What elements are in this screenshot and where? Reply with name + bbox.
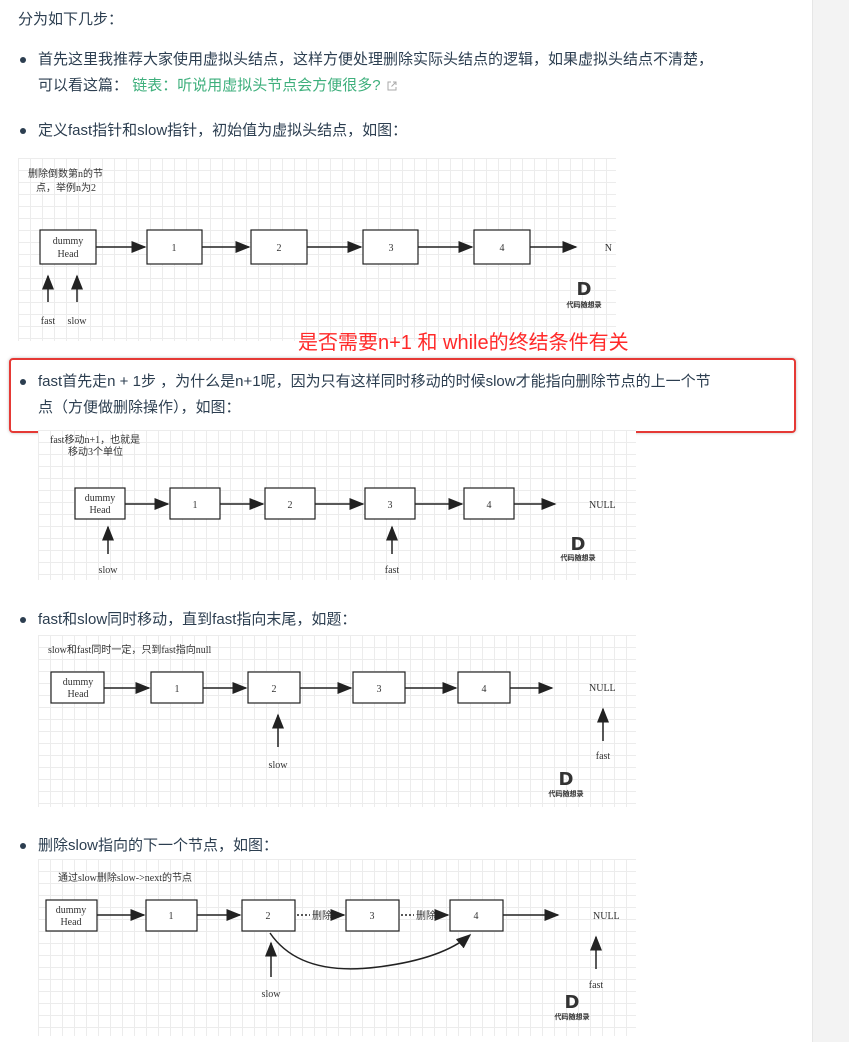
watermark-logo: D 代码随想录 (560, 534, 596, 562)
step5-text: 删除slow指向的下一个节点，如图： (38, 837, 279, 854)
watermark-letter: D (571, 534, 586, 555)
bullet-dot (20, 128, 26, 134)
step3-line2: 点（方便做删除操作），如图： (38, 399, 241, 416)
fig3-null-label: NULL (589, 683, 616, 694)
fig1-node-2 (250, 229, 308, 265)
watermark-text: 代码随想录 (548, 789, 584, 798)
fig2-null-label: NULL (589, 500, 616, 511)
fig1-node-4-label: 4 (500, 243, 505, 254)
fig2-slow-label: slow (99, 565, 119, 576)
figure-move-together: slow和fast同时一定，只到fast指向null dummy Head 1 … (38, 635, 636, 807)
fig2-node-2 (264, 487, 316, 520)
figure-initial-pointers: 删除倒数第n的节 点，举例n为2 dummy Head 1 2 3 4 N fa… (18, 158, 616, 341)
fig4-node-2-label: 2 (266, 911, 271, 922)
fig2-node-3-label: 3 (388, 500, 393, 511)
bullet-dot (20, 617, 26, 623)
fig3-node-2 (247, 671, 301, 704)
fig1-node-3-label: 3 (389, 243, 394, 254)
bullet-dot (20, 57, 26, 63)
fig2-node-4 (463, 487, 515, 520)
watermark-text: 代码随想录 (566, 300, 602, 309)
fig2-fast-label: fast (385, 565, 400, 576)
fig4-delete-label-2: 删除 (416, 909, 436, 922)
red-annotation: 是否需要n+1 和 while的终结条件有关 (298, 332, 629, 354)
fig3-node-3 (352, 671, 406, 704)
fig3-node-1-label: 1 (175, 684, 180, 695)
watermark-logo: D 代码随想录 (548, 769, 584, 798)
fig1-end-label: N (605, 243, 612, 254)
fig4-slow-label: slow (262, 989, 282, 1000)
fig2-node-1-label: 1 (193, 500, 198, 511)
watermark-letter: D (565, 992, 580, 1013)
fig3-slow-label: slow (269, 760, 289, 771)
fig3-dummy-node (50, 671, 105, 704)
step1-prefix: 可以看这篇： (38, 77, 129, 94)
step3-text: fast首先走n + 1步 ，为什么是n+1呢，因为只有这样同时移动的时候slo… (38, 369, 711, 421)
fig3-head-label: Head (67, 689, 88, 700)
step2-text: 定义fast指针和slow指针，初始值为虚拟头结点，如图： (38, 122, 408, 139)
watermark-text: 代码随想录 (554, 1012, 590, 1021)
fig1-caption-2: 点，举例n为2 (36, 181, 96, 194)
step1-line2: 可以看这篇： 链表：听说用虚拟头节点会方便很多? (38, 73, 713, 99)
virtual-head-link-label: 链表：听说用虚拟头节点会方便很多? (132, 77, 381, 94)
fig4-fast-label: fast (589, 980, 604, 991)
fig3-node-3-label: 3 (377, 684, 382, 695)
fig2-caption-2: 移动3个单位 (68, 445, 123, 458)
fig3-caption: slow和fast同时一定，只到fast指向null (48, 643, 212, 656)
fig4-null-label: NULL (593, 911, 620, 922)
step1-text: 首先这里我推荐大家使用虚拟头结点，这样方便处理删除实际头结点的逻辑，如果虚拟头结… (38, 47, 713, 99)
fig4-head-label: Head (60, 917, 81, 928)
watermark-text: 代码随想录 (560, 553, 596, 562)
fig1-dummy-label: dummy (53, 236, 84, 247)
fig4-node-3-label: 3 (370, 911, 375, 922)
figure-delete-node: 通过slow删除slow->next的节点 dummy Head 1 2 删除 … (38, 859, 636, 1036)
fig4-delete-label-1: 删除 (312, 909, 332, 922)
external-link-icon (387, 81, 397, 91)
virtual-head-link[interactable]: 链表：听说用虚拟头节点会方便很多? (132, 77, 397, 94)
fig1-node-3 (362, 229, 419, 265)
fig1-dummy-node (39, 229, 97, 265)
fig4-node-3 (345, 899, 400, 932)
step1-line1: 首先这里我推荐大家使用虚拟头结点，这样方便处理删除实际头结点的逻辑，如果虚拟头结… (38, 51, 714, 68)
fig2-dummy-label: dummy (85, 493, 116, 504)
bullet-dot (20, 843, 26, 849)
figure-fast-moves: fast移动n+1，也就是 移动3个单位 dummy Head 1 2 3 4 … (38, 430, 636, 580)
fig2-caption-1: fast移动n+1，也就是 (50, 433, 140, 446)
bullet-dot (20, 379, 26, 385)
scrollbar-track[interactable] (812, 0, 849, 1042)
fig4-dummy-label: dummy (56, 905, 87, 916)
fig1-fast-label: fast (41, 316, 56, 327)
fig1-caption-1: 删除倒数第n的节 (28, 167, 103, 180)
fig1-node-1-label: 1 (172, 243, 177, 254)
fig1-node-1 (146, 229, 203, 265)
fig4-bypass-arrow (269, 932, 472, 970)
fig2-node-4-label: 4 (487, 500, 492, 511)
step3-line1: fast首先走n + 1步 ，为什么是n+1呢，因为只有这样同时移动的时候slo… (38, 373, 711, 390)
fig3-node-4-label: 4 (482, 684, 487, 695)
fig4-node-4-label: 4 (474, 911, 479, 922)
fig3-node-2-label: 2 (272, 684, 277, 695)
fig2-head-label: Head (89, 505, 110, 516)
fig4-node-1-label: 1 (169, 911, 174, 922)
fig4-dummy-node (45, 899, 98, 932)
watermark-letter: D (577, 279, 592, 300)
step4-text: fast和slow同时移动，直到fast指向末尾，如题： (38, 611, 357, 628)
fig1-head-label: Head (57, 249, 78, 260)
watermark-logo: D 代码随想录 (566, 279, 602, 309)
fig4-node-2 (241, 899, 296, 932)
fig4-caption: 通过slow删除slow->next的节点 (58, 871, 192, 884)
fig1-slow-label: slow (68, 316, 88, 327)
fig1-node-2-label: 2 (277, 243, 282, 254)
intro-text: 分为如下几步： (18, 11, 124, 28)
fig3-dummy-label: dummy (63, 677, 94, 688)
fig3-fast-label: fast (596, 751, 611, 762)
fig3-node-1 (150, 671, 204, 704)
watermark-letter: D (559, 769, 574, 790)
fig2-node-2-label: 2 (288, 500, 293, 511)
watermark-logo: D 代码随想录 (554, 992, 590, 1021)
